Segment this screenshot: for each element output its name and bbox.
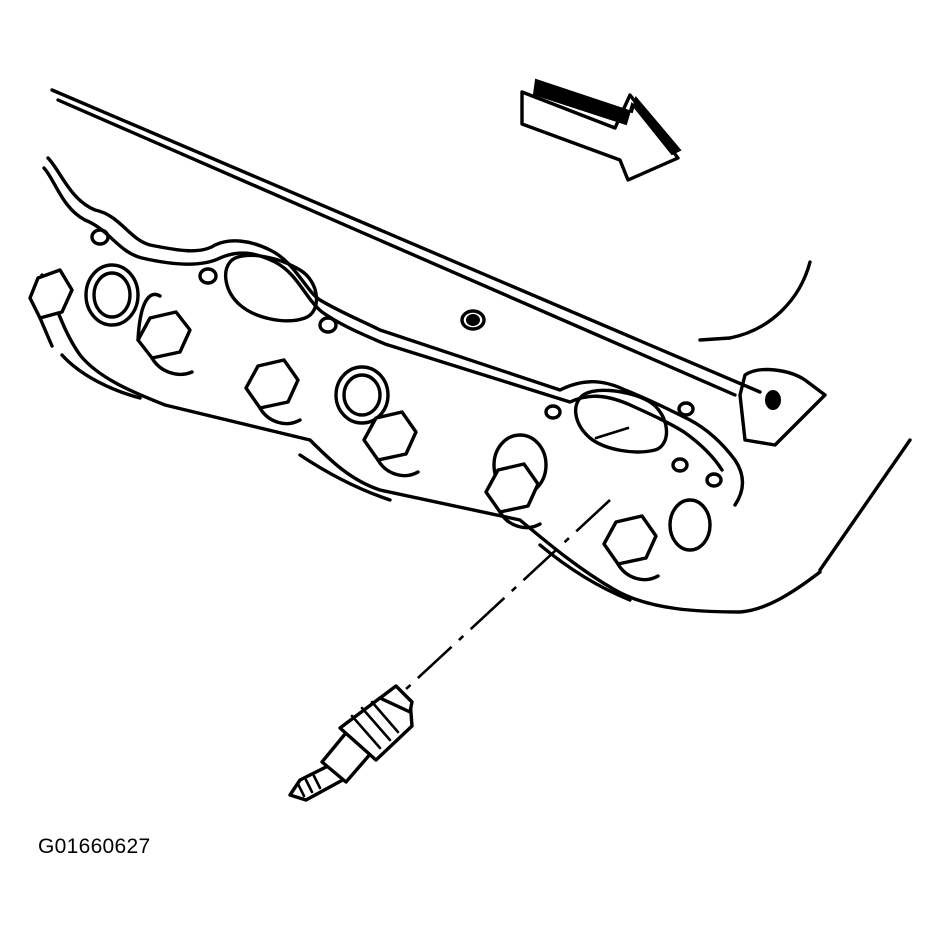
bolt-3	[244, 358, 302, 426]
bolt-5	[484, 462, 542, 530]
bolt-1	[28, 268, 74, 348]
install-leader-line	[404, 499, 611, 691]
bolt-2	[136, 292, 194, 377]
bolt-4	[362, 410, 420, 478]
exhaust-flange	[40, 263, 822, 614]
cylinder-head	[50, 88, 912, 572]
arrow-right-icon	[520, 78, 682, 182]
bolt-6	[602, 514, 660, 582]
manifold-bolts	[28, 268, 660, 582]
manifold-gasket	[42, 156, 745, 507]
figure-id-label: G01660627	[38, 835, 151, 858]
spark-plug	[288, 684, 414, 802]
